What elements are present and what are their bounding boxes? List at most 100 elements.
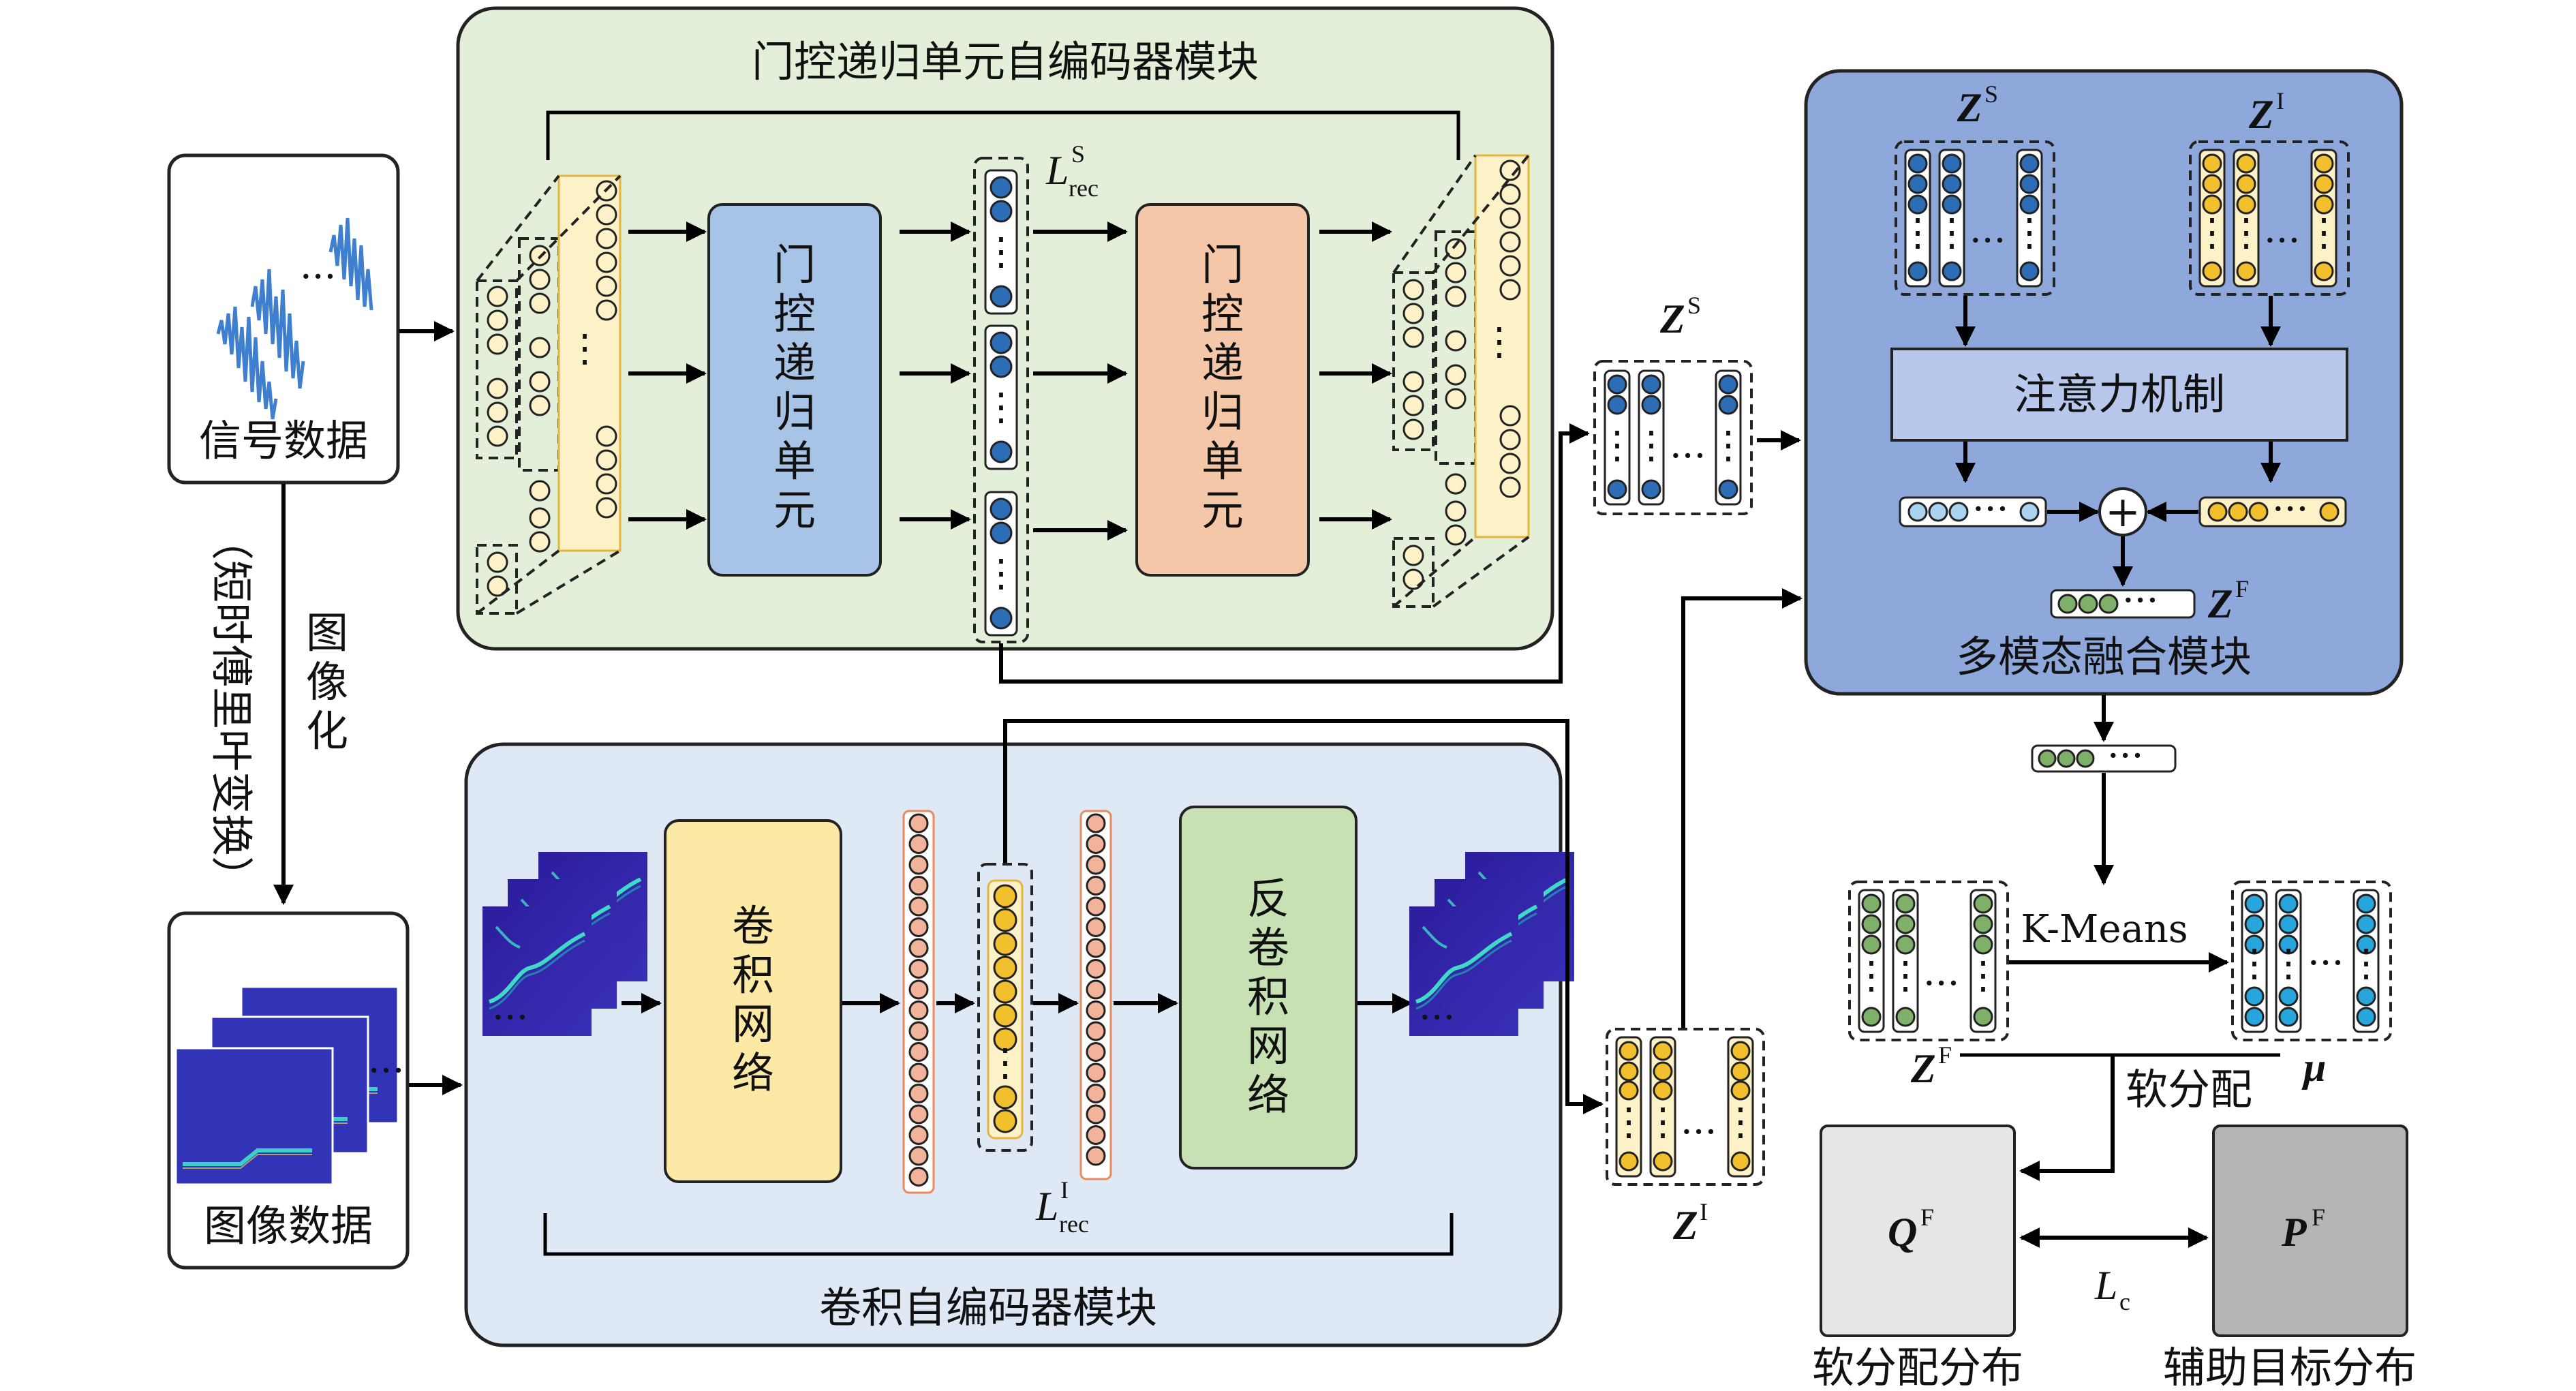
- svg-text:rec: rec: [1059, 1210, 1089, 1238]
- svg-text:卷: 卷: [1247, 923, 1289, 973]
- svg-text:Z: Z: [1659, 296, 1685, 341]
- svg-text:···: ···: [492, 996, 528, 1040]
- q-symbol: Q F: [1888, 1204, 1934, 1255]
- svg-text:L: L: [1035, 1184, 1058, 1229]
- zs-feature-matrix: Z S ⋮ ⋮ ⋮ ···: [1593, 292, 1753, 515]
- svg-text:⋮: ⋮: [1964, 953, 2002, 998]
- gru-decoder-label: 门 控 递 归 单 元: [1201, 240, 1244, 535]
- q-caption: 软分配分布: [1812, 1343, 2023, 1391]
- svg-text:⋮: ⋮: [1899, 211, 1937, 255]
- svg-text:···: ···: [1972, 487, 2008, 532]
- svg-text:c: c: [2119, 1288, 2130, 1315]
- svg-text:⋮: ⋮: [982, 385, 1020, 429]
- svg-text:F: F: [1920, 1204, 1934, 1231]
- feature-node: [1086, 876, 1106, 896]
- feature-node: [1086, 1042, 1106, 1062]
- svg-text:···: ···: [1419, 996, 1455, 1040]
- gru-latent-to-zs-line: [999, 423, 1590, 684]
- gru-decoder-block: [1135, 203, 1310, 577]
- cae-decoder-vector: [1079, 810, 1112, 1180]
- cae-module-title: 卷积自编码器模块: [819, 1283, 1157, 1332]
- svg-text:⋮: ⋮: [1721, 1100, 1760, 1144]
- svg-text:络: 络: [1247, 1070, 1289, 1120]
- zi-feature-matrix: ⋮ ⋮ ⋮ ··· Z I: [1606, 1028, 1765, 1248]
- svg-text:⋮: ⋮: [2347, 941, 2385, 985]
- svg-text:L: L: [2094, 1263, 2117, 1308]
- svg-text:F: F: [2235, 575, 2249, 602]
- conv-encoder-label: 卷 积 网 络: [732, 901, 774, 1098]
- feature-node: [1086, 1084, 1106, 1103]
- attention-mechanism-box: [1890, 348, 2348, 442]
- stft-label: （短时傅里叶变换）: [206, 518, 256, 898]
- svg-text:···: ···: [2272, 487, 2308, 532]
- p-distribution-box: [2212, 1125, 2408, 1337]
- svg-text:⋮: ⋮: [1933, 211, 1971, 255]
- svg-text:···: ···: [2122, 579, 2158, 623]
- image-data-label: 图像数据: [204, 1201, 373, 1251]
- gru-loss-bracket: [546, 110, 1460, 160]
- svg-text:I: I: [1700, 1198, 1708, 1225]
- feature-node: [908, 1104, 929, 1125]
- svg-text:控: 控: [1201, 289, 1244, 339]
- p-caption: 辅助目标分布: [2163, 1343, 2417, 1391]
- feature-node: [1086, 979, 1106, 1000]
- svg-text:单: 单: [1201, 436, 1244, 486]
- svg-text:···: ···: [2107, 734, 2143, 778]
- cluster-centers-matrix: ⋮ ⋮ ⋮ ···: [2231, 881, 2392, 1041]
- svg-text:⋮: ⋮: [1480, 320, 1518, 364]
- feature-node: [1086, 1125, 1106, 1145]
- fusion-zs-matrix: Z S ⋮ ⋮ ⋮ ···: [1895, 80, 2055, 296]
- feature-node: [1086, 938, 1106, 958]
- svg-text:⋮: ⋮: [1709, 423, 1747, 468]
- feature-node: [908, 959, 929, 979]
- svg-text:S: S: [1984, 80, 1998, 108]
- feature-node: [908, 896, 929, 917]
- signal-data-label: 信号数据: [199, 416, 368, 465]
- clustering-zf-label: Z F: [1910, 1041, 1952, 1091]
- weighted-zs-vector: ···: [1899, 487, 2047, 532]
- zi-to-fusion-line: [1681, 588, 1803, 1028]
- svg-text:Z: Z: [1672, 1203, 1698, 1248]
- svg-text:F: F: [1938, 1041, 1952, 1069]
- imaging-label-1: 图: [306, 608, 348, 658]
- svg-text:归: 归: [1201, 387, 1244, 437]
- cae-input-spectrograms: ···: [482, 852, 647, 1040]
- svg-text:⋮: ⋮: [2193, 211, 2231, 255]
- feature-node: [1086, 1063, 1106, 1083]
- clustering-input-vector: ···: [2031, 734, 2177, 778]
- fusion-zi-matrix: Z I ⋮ ⋮ ⋮ ···: [2189, 87, 2350, 296]
- svg-text:⋮: ⋮: [1598, 423, 1636, 468]
- sum-operator: +: [2098, 487, 2147, 536]
- cae-loss-bracket: [543, 1213, 1454, 1256]
- feature-node: [908, 1063, 929, 1083]
- feature-node: [908, 876, 929, 896]
- svg-text:门: 门: [1201, 240, 1244, 290]
- svg-text:···: ···: [2307, 941, 2344, 985]
- svg-text:⋮: ⋮: [1644, 1100, 1682, 1144]
- cae-output-spectrograms: ···: [1409, 852, 1574, 1040]
- svg-text:I: I: [1060, 1176, 1069, 1204]
- soft-assign-label: 软分配: [2126, 1065, 2252, 1114]
- svg-text:⋮: ⋮: [1610, 1100, 1648, 1144]
- feature-node: [908, 1125, 929, 1145]
- feature-node: [908, 1146, 929, 1166]
- image-stack-icon: ···: [176, 987, 404, 1184]
- feature-node: [908, 979, 929, 1000]
- svg-text:S: S: [1071, 140, 1085, 168]
- svg-text:单: 单: [773, 436, 816, 486]
- svg-text:归: 归: [773, 387, 816, 437]
- feature-node: [1086, 1021, 1106, 1041]
- svg-text:门: 门: [773, 240, 816, 290]
- svg-text:反: 反: [1247, 874, 1289, 923]
- cae-recon-loss-label: L I rec: [1035, 1176, 1089, 1238]
- q-distribution-box: [1820, 1125, 2016, 1337]
- svg-text:⋮: ⋮: [1852, 953, 1890, 998]
- svg-text:⋮: ⋮: [2305, 211, 2343, 255]
- feature-node: [1086, 1104, 1106, 1125]
- feature-node: [1086, 813, 1106, 834]
- svg-text:I: I: [2276, 87, 2284, 114]
- kmeans-label: K-Means: [2021, 907, 2188, 951]
- svg-text:网: 网: [1247, 1021, 1289, 1071]
- svg-text:⋮: ⋮: [1632, 423, 1670, 468]
